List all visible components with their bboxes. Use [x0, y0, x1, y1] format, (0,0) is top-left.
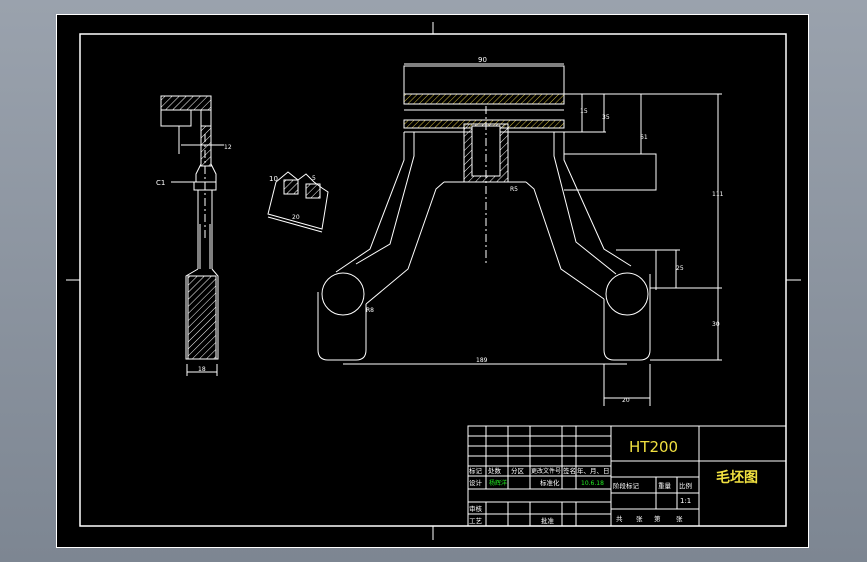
standard-label: 标准化 — [540, 478, 560, 487]
stage-label-2: 比例 — [679, 481, 692, 490]
drawing-canvas: C1 12 18 10 5 20 — [56, 14, 809, 548]
side-view — [160, 95, 224, 376]
dim-30: 30 — [712, 321, 720, 328]
review-label: 审核 — [469, 504, 483, 513]
approve-label: 批准 — [541, 516, 555, 525]
drawing-sheet: C1 12 18 10 5 20 — [56, 14, 809, 548]
tb-label-5: 年、月、日 — [577, 466, 610, 475]
material-label: HT200 — [629, 438, 678, 456]
process-label: 工艺 — [469, 517, 483, 525]
designer-name: 杨辉洋 — [489, 479, 507, 487]
sheet-info-2: 第 — [654, 514, 661, 523]
dim-12: 12 — [224, 144, 232, 151]
stage-label-1: 重量 — [658, 482, 672, 490]
tb-label-4: 签名 — [563, 466, 576, 475]
detail-dim-5: 5 — [312, 175, 316, 182]
dim-c1: C1 — [156, 179, 165, 187]
dim-61: 61 — [640, 134, 648, 141]
detail-dim-20: 20 — [292, 214, 300, 221]
dim-189: 189 — [476, 357, 488, 364]
tb-label-3: 更改文件号 — [531, 467, 561, 475]
drawing-title: 毛坯图 — [716, 469, 758, 486]
design-date: 10.6.18 — [581, 480, 604, 487]
dim-15: 15 — [580, 108, 588, 115]
title-block — [467, 425, 787, 527]
tb-label-1: 处数 — [488, 466, 502, 475]
detail-view — [267, 171, 329, 233]
dim-25: 25 — [676, 265, 684, 272]
dim-20: 20 — [622, 397, 630, 404]
stage-label-0: 阶段标记 — [613, 481, 640, 490]
outer-border — [56, 14, 809, 548]
dim-18: 18 — [198, 366, 206, 373]
main-view — [317, 63, 722, 406]
dim-r5: R5 — [510, 186, 518, 193]
designer-label: 设计 — [469, 478, 483, 487]
scale-value: 1:1 — [680, 497, 691, 505]
sheet-info-3: 张 — [676, 514, 683, 523]
tb-label-2: 分区 — [511, 466, 525, 475]
sheet-info-1: 张 — [636, 514, 643, 523]
dim-35: 35 — [602, 114, 610, 121]
detail-dim-10: 10 — [269, 175, 278, 183]
dim-111: 111 — [712, 191, 724, 198]
sheet-info-0: 共 — [616, 514, 623, 523]
tb-label-0: 标记 — [469, 466, 483, 475]
dim-90: 90 — [478, 56, 487, 64]
dim-r8: R8 — [366, 307, 374, 314]
